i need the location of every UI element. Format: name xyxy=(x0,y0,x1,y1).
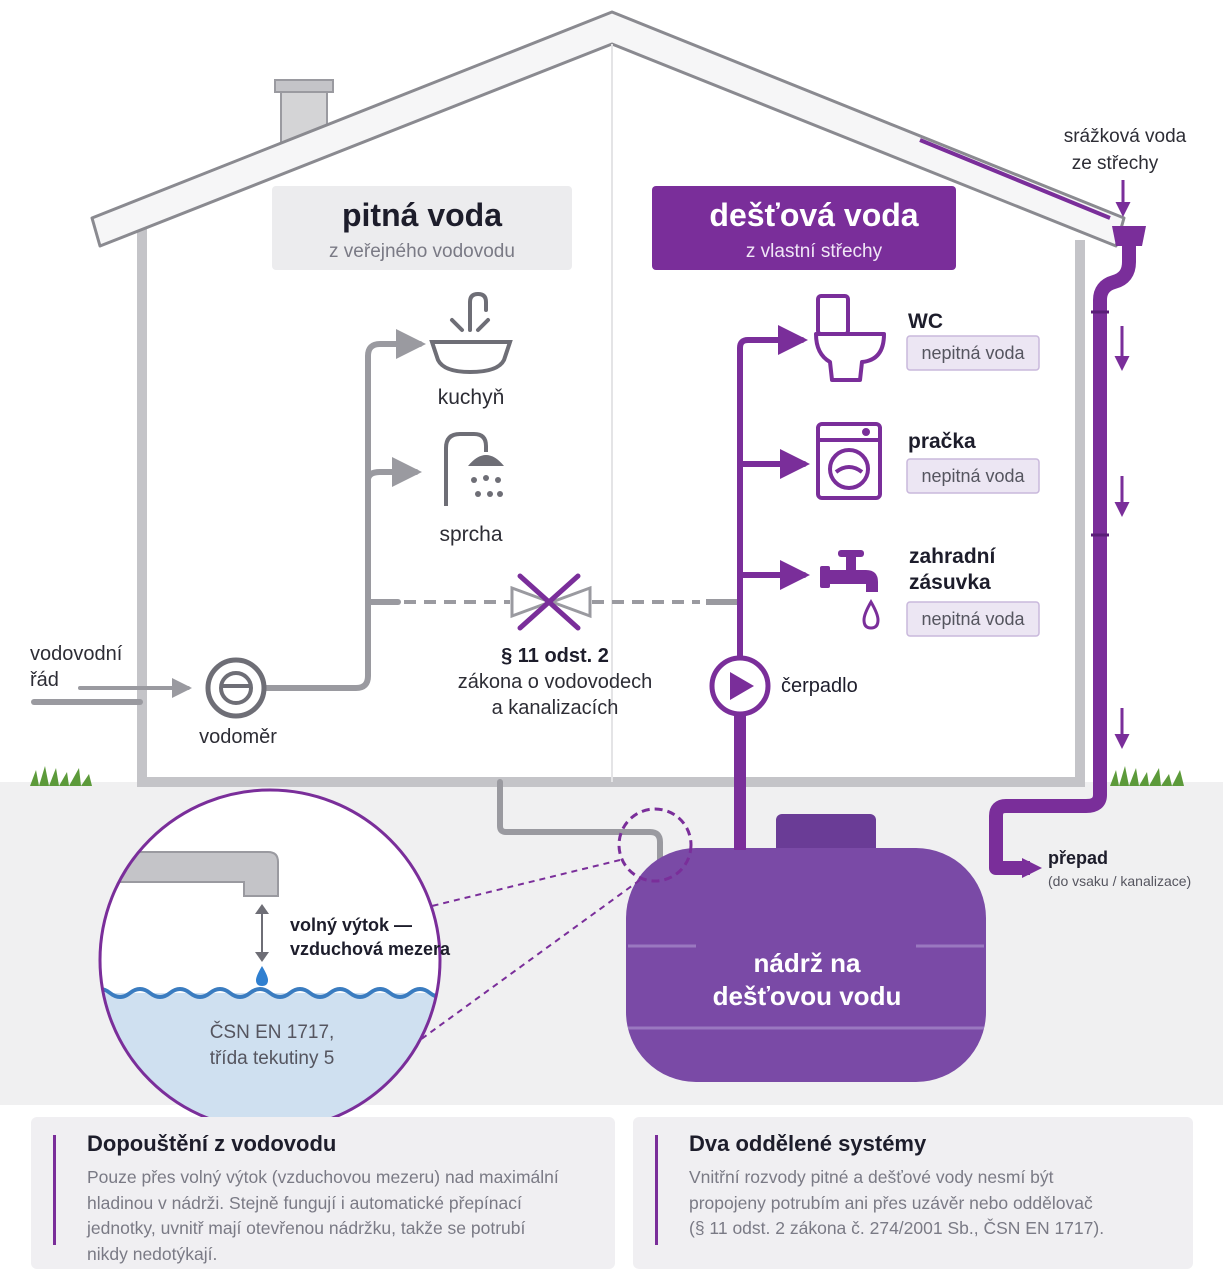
airgap-label-2: vzduchová mezera xyxy=(290,939,451,959)
card-title: Dopouštění z vodovodu xyxy=(87,1131,337,1156)
potable-header-box xyxy=(272,186,572,270)
card-accent xyxy=(53,1135,56,1245)
garden-tap-label-2: zásuvka xyxy=(909,571,991,594)
tank-label-2: dešťovou vodu xyxy=(713,981,902,1011)
air-gap-zoom xyxy=(98,788,442,1132)
washing-machine-icon xyxy=(816,422,882,500)
rain-subtitle: z vlastní střechy xyxy=(746,241,883,262)
info-card-refill: Dopouštění z vodovodu Pouze přes volný v… xyxy=(31,1117,615,1269)
law-label: § 11 odst. 2 xyxy=(501,645,609,667)
washer-badge xyxy=(906,458,1040,494)
garden-tap-label: zahradní xyxy=(909,545,997,568)
tank-label: nádrž na xyxy=(754,948,861,978)
card-line: nikdy nedotýkají. xyxy=(87,1243,218,1264)
sink-icon xyxy=(429,291,513,375)
roof-water-label: srážková voda xyxy=(1064,126,1187,147)
card-title: Dva oddělené systémy xyxy=(689,1131,927,1156)
garden-tap-badge xyxy=(906,601,1040,637)
water-meter-icon xyxy=(205,657,267,719)
card-line: jednotky, uvnitř mají otevřenou nádržku,… xyxy=(87,1218,526,1238)
card-text: Vnitřní rozvody pitné a dešťové vody nes… xyxy=(689,1165,1104,1242)
overflow-sublabel: (do vsaku / kanalizace) xyxy=(1048,873,1191,889)
house xyxy=(90,10,1126,787)
card-line: Pouze přes volný výtok (vzduchovou mezer… xyxy=(87,1167,559,1187)
supply-label-2: řád xyxy=(30,669,59,691)
garden-tap-icon xyxy=(820,550,880,630)
wc-label: WC xyxy=(908,310,943,333)
rain-title: dešťová voda xyxy=(709,197,918,233)
blocked-valve-icon xyxy=(510,573,592,631)
wc-badge xyxy=(906,335,1040,371)
info-card-separate-systems: Dva oddělené systémy Vnitřní rozvody pit… xyxy=(633,1117,1193,1269)
card-line: (§ 11 odst. 2 zákona č. 274/2001 Sb., ČS… xyxy=(689,1218,1105,1238)
shower-label: sprcha xyxy=(439,523,502,546)
roof-water-label-2: ze střechy xyxy=(1072,153,1159,174)
card-text: Pouze přes volný výtok (vzduchovou mezer… xyxy=(87,1165,559,1267)
rainwater-tank xyxy=(626,814,986,1082)
washer-label: pračka xyxy=(908,430,976,453)
toilet-icon xyxy=(814,294,886,382)
potable-pipes xyxy=(31,329,663,871)
law-label-3: a kanalizacích xyxy=(492,697,619,719)
zoom-marker xyxy=(617,807,693,883)
standard-label-2: třída tekutiny 5 xyxy=(210,1048,335,1069)
pump-icon xyxy=(709,655,771,717)
airgap-label: volný výtok — xyxy=(290,915,412,935)
pump-label: čerpadlo xyxy=(781,675,858,697)
kitchen-label: kuchyň xyxy=(438,386,505,409)
law-label-2: zákona o vodovodech xyxy=(458,671,653,693)
rain-header-box xyxy=(652,186,956,270)
potable-title: pitná voda xyxy=(342,197,502,233)
rain-pipes xyxy=(737,325,810,863)
wc-badge-text: nepitná voda xyxy=(921,343,1025,363)
shower-icon xyxy=(444,432,504,506)
garden-tap-badge-text: nepitná voda xyxy=(921,609,1025,629)
standard-label: ČSN EN 1717, xyxy=(210,1021,335,1043)
card-accent xyxy=(655,1135,658,1245)
supply-label: vodovodní xyxy=(30,643,123,665)
card-line: hladinou v nádrži. Stejně fungují i auto… xyxy=(87,1192,522,1213)
card-line: propojeny potrubím ani přes uzávěr nebo … xyxy=(689,1192,1093,1213)
grass xyxy=(30,766,1184,786)
roof xyxy=(90,10,1126,248)
washer-badge-text: nepitná voda xyxy=(921,466,1025,486)
meter-label: vodoměr xyxy=(199,726,277,748)
potable-subtitle: z veřejného vodovodu xyxy=(329,241,515,262)
overflow-label: přepad xyxy=(1048,848,1108,868)
downpipe xyxy=(989,180,1146,878)
card-line: Vnitřní rozvody pitné a dešťové vody nes… xyxy=(689,1167,1054,1187)
